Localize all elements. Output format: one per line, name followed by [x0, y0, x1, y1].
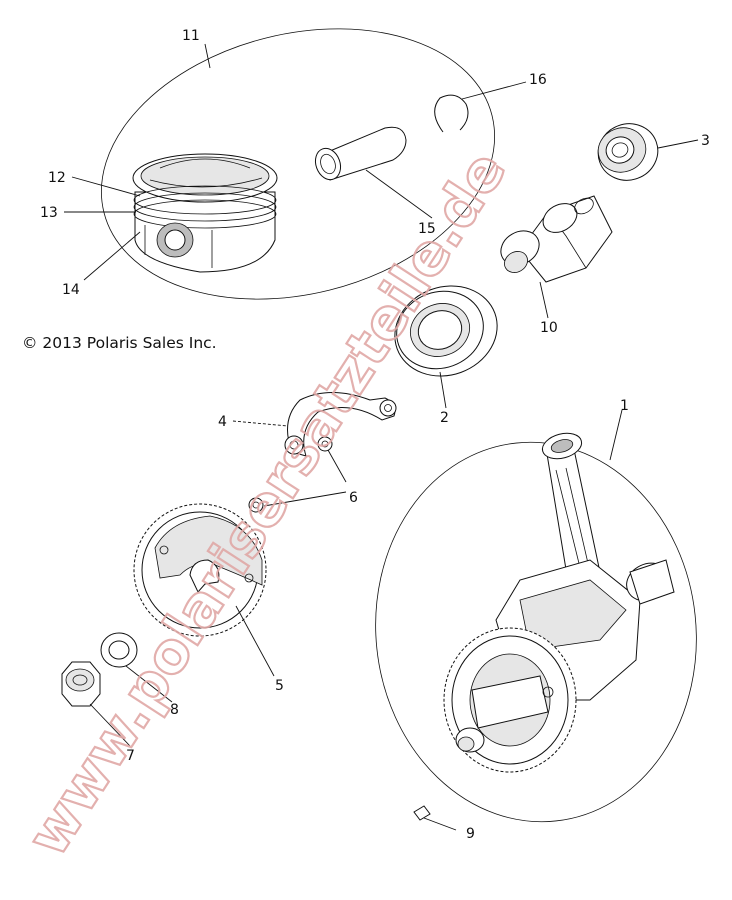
callout-12: 12 — [48, 170, 66, 186]
retainer-plate — [284, 392, 397, 457]
callout-16: 16 — [529, 72, 547, 88]
callout-13: 13 — [40, 205, 58, 221]
washer — [100, 632, 138, 668]
leader-lines — [64, 43, 699, 831]
piston — [132, 153, 278, 273]
screws — [248, 436, 333, 513]
callout-4: 4 — [218, 414, 227, 430]
crankshaft-group-outline — [375, 441, 697, 823]
callout-10: 10 — [540, 320, 558, 336]
balance-shaft — [500, 195, 613, 283]
callout-1: 1 — [620, 398, 629, 414]
callout-6: 6 — [349, 490, 358, 506]
bearing-small — [597, 123, 659, 181]
circlip — [434, 94, 469, 133]
callout-labels: 11 16 3 12 13 15 14 10 © 2013 Polaris Sa… — [22, 28, 710, 842]
callout-14: 14 — [62, 282, 80, 298]
wrist-pin — [314, 126, 407, 181]
callout-2: 2 — [440, 410, 449, 426]
woodruff-key — [413, 805, 431, 821]
callout-3: 3 — [701, 133, 710, 149]
drive-gear — [133, 503, 267, 637]
callout-8: 8 — [170, 702, 179, 718]
bearing-large — [394, 285, 498, 377]
callout-9: 9 — [466, 826, 475, 842]
callout-7: 7 — [126, 748, 135, 764]
callout-11: 11 — [182, 28, 200, 44]
callout-15: 15 — [418, 221, 436, 237]
callout-5: 5 — [275, 678, 284, 694]
crankshaft — [443, 432, 675, 773]
copyright-notice: © 2013 Polaris Sales Inc. — [22, 334, 217, 352]
nut — [61, 661, 101, 707]
